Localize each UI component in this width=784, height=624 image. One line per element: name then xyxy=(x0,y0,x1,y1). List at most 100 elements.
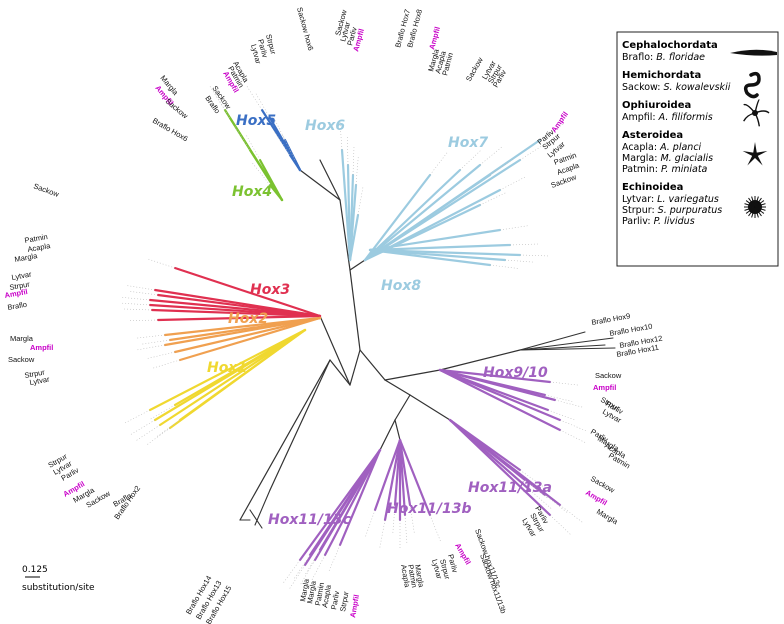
leaf-label: Patmin xyxy=(24,232,49,245)
backbone-branch xyxy=(349,349,361,386)
tree-branches xyxy=(148,108,616,567)
leaf-guide xyxy=(554,399,585,408)
brittle-star-icon xyxy=(743,98,770,127)
leaf-guide xyxy=(352,145,355,176)
hox910-branch xyxy=(438,368,562,432)
leaf-label: Strpur xyxy=(24,367,46,379)
leaf-label: Ampfil xyxy=(348,594,361,619)
hox7-branch xyxy=(363,138,542,262)
leaf-guide xyxy=(245,84,263,111)
leaf-guide xyxy=(304,549,321,576)
leaf-guide xyxy=(479,191,508,206)
leaf-guide xyxy=(213,92,231,119)
legend-group-title: Ophiuroidea xyxy=(622,100,691,111)
hox1-branch xyxy=(158,328,307,427)
clade-label-hox2: Hox2 xyxy=(228,311,268,327)
leaf-guide xyxy=(549,381,580,386)
leaf-guide xyxy=(273,129,291,156)
clade-label-hox6: Hox6 xyxy=(305,118,345,134)
legend-entry: Parliv: P. lividus xyxy=(622,216,695,227)
leaf-label: Patmin xyxy=(406,564,419,589)
sea-star-icon xyxy=(742,142,768,166)
leaf-label: Margla xyxy=(595,507,620,527)
leaf-guide xyxy=(155,419,181,438)
backbone-branch xyxy=(269,359,331,491)
leaf-label: Sackow xyxy=(595,371,622,380)
hox4-branch xyxy=(268,183,284,202)
legend-entry: Strpur: S. purpuratus xyxy=(622,205,722,216)
leaf-guide xyxy=(539,122,565,141)
leaf-label: Acapla xyxy=(320,583,333,608)
leaf-guide xyxy=(120,302,151,306)
hox1113a-branch xyxy=(448,418,562,507)
leaf-guide xyxy=(504,259,535,263)
backbone-branch xyxy=(379,419,396,451)
backbone-branch xyxy=(349,269,361,351)
leaf-guide xyxy=(355,155,359,186)
clade-label-hox4: Hox4 xyxy=(232,184,272,200)
leaf-guide xyxy=(392,504,396,535)
clade-label-hox1113c: Hox11/13c xyxy=(268,512,351,528)
leaf-guide xyxy=(135,334,166,339)
braflo-branch xyxy=(519,347,616,351)
leaf-guide xyxy=(519,254,550,257)
leaf-guide xyxy=(347,135,349,166)
leaf-guide xyxy=(293,554,311,581)
leaf-guide xyxy=(379,519,386,550)
backbone-branch xyxy=(339,199,351,271)
leaf-guide xyxy=(134,424,161,442)
leaf-guide xyxy=(559,504,584,524)
hox1113b-branch xyxy=(398,438,412,507)
hox7-branch xyxy=(363,168,462,262)
leaf-guide xyxy=(489,264,520,270)
hox910-branch xyxy=(438,368,552,384)
leaf-label: Sackow xyxy=(164,97,190,121)
leaf-label: Ampfil xyxy=(593,383,616,392)
leaf-label: Sackow hox6 xyxy=(295,6,315,51)
clade-label-hox910: Hox9/10 xyxy=(483,365,548,381)
braflo-branch xyxy=(519,337,614,351)
leaf-guide xyxy=(310,554,326,582)
leaf-guide xyxy=(519,469,545,488)
leaf-guide xyxy=(509,243,540,246)
leaf-guide xyxy=(544,494,569,514)
hox2-branch xyxy=(163,316,322,347)
leaf-guide xyxy=(429,514,442,543)
leaf-guide xyxy=(429,150,449,176)
leaf-label: Acapla xyxy=(399,564,412,589)
braflo-branch xyxy=(249,509,263,529)
leaf-guide xyxy=(339,120,343,151)
leaf-guide xyxy=(479,145,504,166)
leaf-label: Margla xyxy=(305,579,318,604)
leaf-guide xyxy=(549,514,572,536)
legend-group-title: Asteroidea xyxy=(622,130,683,141)
leaf-guide xyxy=(254,91,271,119)
hox8-branch xyxy=(368,248,492,267)
backbone-branch xyxy=(349,259,366,271)
leaf-guide xyxy=(547,409,577,421)
leaf-guide xyxy=(129,419,156,436)
leaf-label: Acapla xyxy=(27,241,52,254)
hox8-branch xyxy=(368,228,502,252)
leaf-guide xyxy=(245,133,261,161)
hox1113a-branch xyxy=(448,418,552,517)
hox7-branch xyxy=(363,173,432,262)
backbone-branch xyxy=(409,394,451,421)
hox8-branch xyxy=(368,248,507,262)
clade-label-hox1113a: Hox11/13a xyxy=(468,480,552,496)
leaf-label: Margla xyxy=(413,564,426,589)
leaf-label: Margla xyxy=(14,251,39,264)
leaf-guide xyxy=(151,359,181,369)
backbone-branch xyxy=(319,315,351,386)
leaf-guide xyxy=(271,113,286,141)
leaf-guide xyxy=(357,185,364,216)
clade-label-hox5: Hox5 xyxy=(236,113,276,129)
leaf-guide-lines xyxy=(120,84,588,591)
leaf-guide xyxy=(135,344,166,351)
leaf-label: Sackow xyxy=(32,181,60,199)
leaf-label: Sackow xyxy=(464,55,485,83)
leaf-guide xyxy=(364,509,376,539)
clade-label-hox7: Hox7 xyxy=(448,135,488,151)
